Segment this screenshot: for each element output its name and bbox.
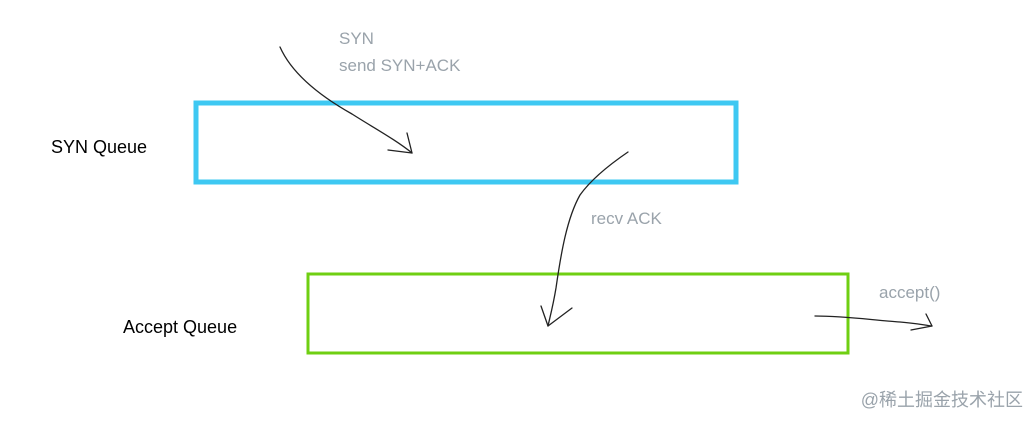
accept-arrow bbox=[814, 313, 933, 331]
recv-ack-arrow bbox=[540, 151, 629, 327]
accept-call-note: accept() bbox=[879, 283, 941, 302]
accept-queue-label: Accept Queue bbox=[123, 317, 238, 337]
incoming-syn-arrow bbox=[279, 46, 413, 154]
syn-queue-label: SYN Queue bbox=[51, 137, 148, 157]
recv-ack-note: recv ACK bbox=[591, 209, 662, 228]
syn-note: SYN bbox=[339, 29, 374, 48]
syn-queue-box bbox=[193, 100, 739, 185]
accept-queue-box bbox=[306, 272, 850, 355]
send-syn-ack-note: send SYN+ACK bbox=[339, 56, 461, 75]
watermark: @稀土掘金技术社区 bbox=[860, 390, 1023, 410]
